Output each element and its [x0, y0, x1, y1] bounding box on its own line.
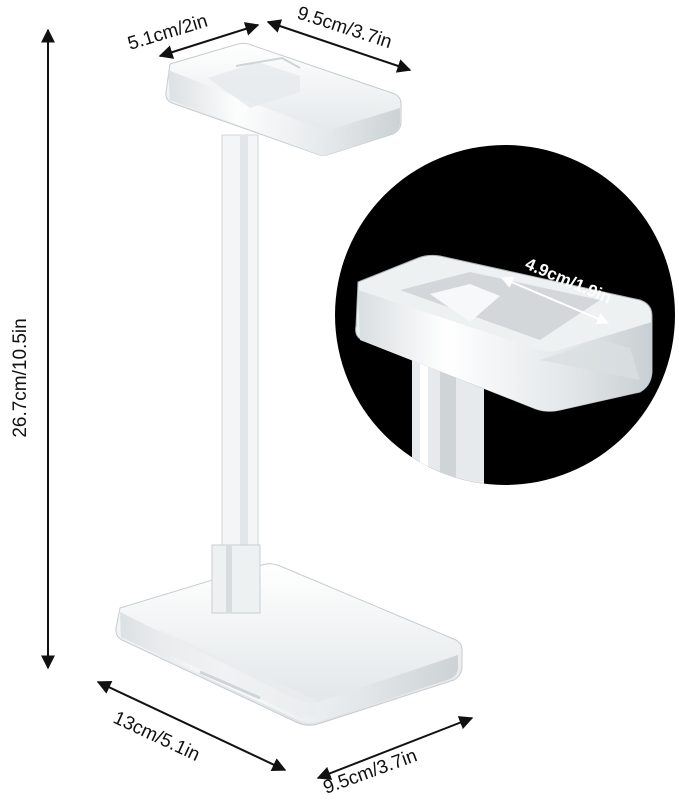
- dimension-lines: [41, 19, 474, 780]
- base-width-dimension-line: [316, 716, 474, 780]
- acrylic-stand: [115, 42, 463, 726]
- base-plate: [115, 563, 463, 726]
- top-plate: [165, 42, 402, 156]
- top-width-dimension-line: [266, 19, 412, 73]
- zoom-detail-circle: 4.9cm/1.9in: [335, 145, 675, 485]
- inner-width-dimension-line: [500, 276, 610, 325]
- top-width-label: 9.5cm/3.7in: [294, 3, 394, 53]
- zoom-detail-image: [355, 254, 653, 485]
- base-depth-label: 13cm/5.1in: [110, 707, 203, 765]
- top-depth-label: 5.1cm/2in: [125, 11, 210, 55]
- top-depth-dimension-line: [158, 22, 260, 59]
- base-depth-dimension-line: [96, 681, 287, 771]
- stand-pole: [211, 134, 261, 614]
- total-height-label: 26.7cm/10.5in: [10, 318, 31, 437]
